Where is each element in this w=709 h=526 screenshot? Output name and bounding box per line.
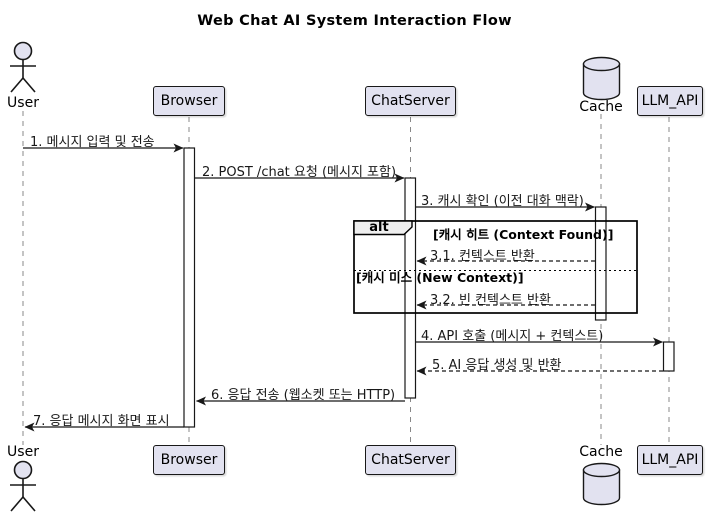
message-arrows <box>23 143 663 432</box>
alt-condition-hit: [캐시 히트 (Context Found)] <box>433 227 614 242</box>
actor-user-bottom-icon <box>10 460 36 512</box>
participant-llm-api-top: LLM_API <box>637 86 703 116</box>
database-cache-top-icon <box>582 56 621 101</box>
message-4-label: 4. API 호출 (메시지 + 컨텍스트) <box>421 329 604 344</box>
message-3-label: 3. 캐시 확인 (이전 대화 맥락) <box>421 194 584 209</box>
participant-browser-bottom: Browser <box>153 445 225 475</box>
actor-user-top-icon <box>10 41 36 93</box>
activation-llm-api <box>662 341 675 372</box>
participant-cache-top-label: Cache <box>579 99 623 115</box>
message-3-2-label: 3.2. 빈 컨텍스트 반환 <box>430 293 551 308</box>
message-7-label: 7. 응답 메시지 화면 표시 <box>33 414 170 429</box>
alt-condition-miss: [캐시 미스 (New Context)] <box>356 270 524 285</box>
participant-user-top-label: User <box>7 95 39 111</box>
message-3-1-label: 3.1. 컨텍스트 반환 <box>430 249 535 264</box>
participant-llm-api-bottom: LLM_API <box>637 445 703 475</box>
message-1-label: 1. 메시지 입력 및 전송 <box>30 135 155 150</box>
message-6-label: 6. 응답 전송 (웹소켓 또는 HTTP) <box>211 388 396 403</box>
alt-fragment-frame <box>353 220 638 314</box>
database-cache-bottom-icon <box>582 462 621 506</box>
activation-chatserver <box>404 177 417 399</box>
participant-user-bottom-label: User <box>7 444 39 460</box>
diagram-title: Web Chat AI System Interaction Flow <box>197 13 512 29</box>
activation-cache <box>594 206 607 321</box>
participant-chatserver-top: ChatServer <box>365 86 456 116</box>
message-2-label: 2. POST /chat 요청 (메시지 포함) <box>202 165 397 180</box>
activation-browser <box>183 147 196 428</box>
message-5-label: 5. AI 응답 생성 및 반환 <box>432 358 562 373</box>
activation-bars <box>183 147 675 428</box>
participant-cache-bottom-label: Cache <box>579 444 623 460</box>
alt-operator-pentagon <box>353 220 413 236</box>
participant-chatserver-bottom: ChatServer <box>365 445 456 475</box>
alt-operator-label: alt <box>369 220 389 235</box>
participant-browser-top: Browser <box>153 86 225 116</box>
